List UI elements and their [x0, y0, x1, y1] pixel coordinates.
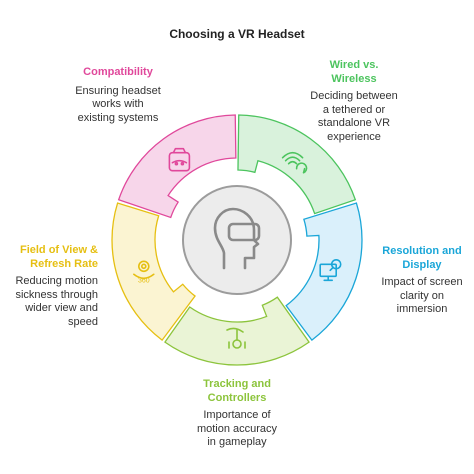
360-view-icon: 360: [133, 260, 155, 284]
360-label: 360: [138, 277, 150, 284]
description-wired-wireless: Deciding between a tethered or standalon…: [310, 90, 398, 143]
heading-compatibility: Compatibility: [83, 66, 153, 78]
label-compatibility: Compatibility Ensuring headset works wit…: [58, 66, 178, 125]
description-compatibility: Ensuring headset works with existing sys…: [75, 84, 161, 124]
segment-fov: [111, 202, 196, 342]
heading-tracking-controllers: Tracking and Controllers: [203, 378, 271, 404]
heading-fov-refresh: Field of View & Refresh Rate: [19, 244, 98, 270]
vr-headset-head-icon: [213, 207, 261, 270]
wifi-sync-icon: [281, 151, 308, 174]
monitor-magnifier-icon: [319, 258, 342, 282]
game-controller-icon: [168, 147, 191, 172]
description-tracking-controllers: Importance of motion accuracy in gamepla…: [196, 409, 278, 448]
description-fov-refresh: Reducing motion sickness through wider v…: [15, 275, 98, 328]
hand-joystick-icon: [226, 327, 246, 349]
label-wired-wireless: Wired vs. Wireless Deciding between a te…: [298, 59, 410, 144]
segment-compatibility: [117, 114, 237, 219]
description-resolution-display: Impact of screen clarity on immersion: [381, 276, 463, 315]
heading-resolution-display: Resolution and Display: [382, 245, 462, 271]
heading-wired-wireless: Wired vs. Wireless: [329, 59, 379, 85]
segment-resolution: [285, 202, 363, 342]
label-resolution-display: Resolution and Display Impact of screen …: [372, 245, 472, 317]
label-fov-refresh: Field of View & Refresh Rate Reducing mo…: [2, 244, 98, 329]
page-title: Choosing a VR Headset: [169, 27, 305, 41]
label-tracking-controllers: Tracking and Controllers Importance of m…: [180, 378, 294, 450]
